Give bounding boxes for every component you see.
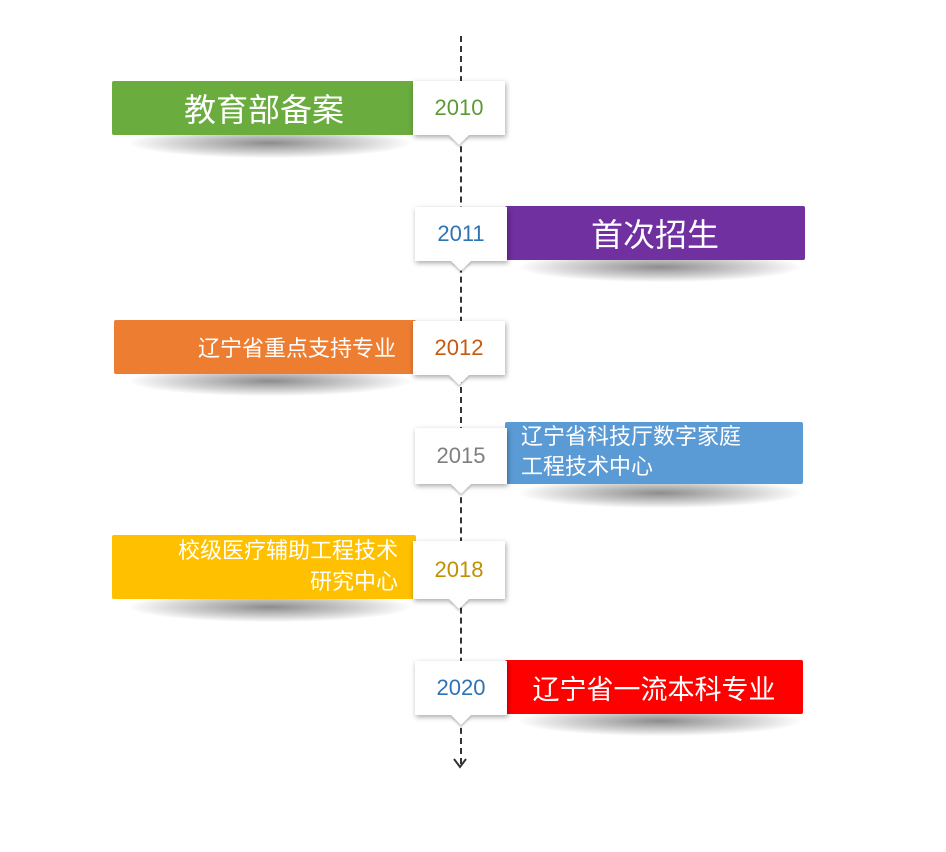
event-label: 辽宁省一流本科专业 [532,674,776,706]
event-label-box: 首次招生 [505,206,805,260]
event-year: 2015 [436,443,486,468]
event-year-tag: 2020 [415,661,507,715]
event-year-tag: 2010 [413,81,505,135]
event-year-tag: 2015 [415,428,507,484]
event-label-box: 辽宁省重点支持专业 [114,320,416,374]
event-year: 2018 [434,557,484,582]
event-label: 教育部备案 [183,91,344,129]
event-year-tag: 2011 [415,207,507,261]
event-label-line: 研究中心 [309,570,398,595]
event-year: 2010 [434,95,484,120]
event-year-tag: 2018 [413,541,505,599]
event-label-box: 辽宁省一流本科专业 [505,660,803,714]
event-label-box: 校级医疗辅助工程技术 研究中心 [112,535,416,599]
event-label-line: 校级医疗辅助工程技术 [177,539,398,564]
event-label: 辽宁省重点支持专业 [197,337,396,362]
timeline-arrow-icon [453,758,467,769]
event-label-box: 辽宁省科技厅数字家庭 工程技术中心 [505,422,803,484]
event-label-line: 辽宁省科技厅数字家庭 [521,425,742,450]
event-label-box: 教育部备案 [112,81,416,135]
timeline-axis [460,36,462,764]
event-year: 2012 [434,335,484,360]
event-label-line: 工程技术中心 [521,455,654,480]
event-year: 2020 [436,675,486,700]
event-year-tag: 2012 [413,321,505,375]
event-label: 首次招生 [590,216,719,254]
event-year: 2011 [437,221,485,246]
